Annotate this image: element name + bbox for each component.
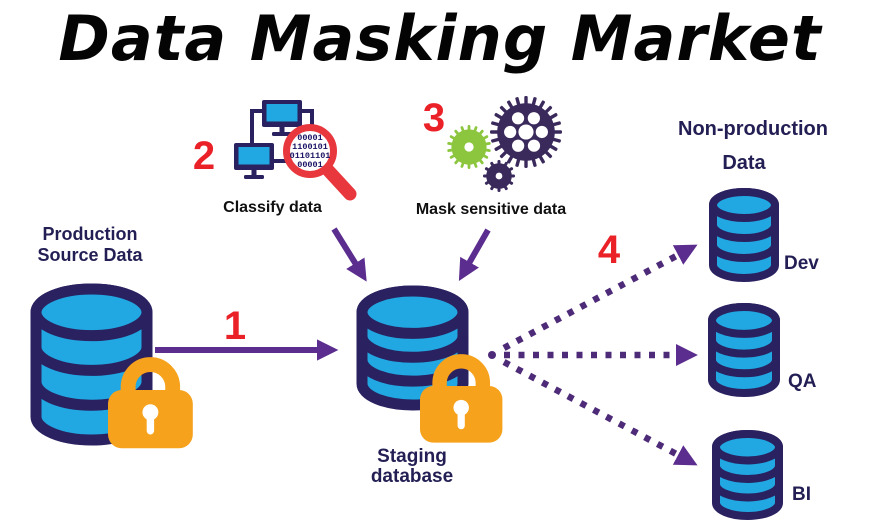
magnifier-icon: 00001 1100101 01101101 00001 xyxy=(283,124,357,201)
nonproduction-heading-line2: Data xyxy=(722,152,766,174)
gear-green-icon xyxy=(447,125,491,169)
staging-padlock-icon xyxy=(420,354,503,443)
binary-line-3: 01101101 xyxy=(290,151,331,161)
staging-database-icon xyxy=(356,285,469,411)
production-label-line1: Production xyxy=(42,224,138,244)
gear-large-icon xyxy=(490,96,562,168)
gear-small-icon xyxy=(483,160,515,192)
nonproduction-heading-line1: Non-production xyxy=(678,118,828,140)
staging-database-label: Staging database xyxy=(342,446,482,488)
qa-label: QA xyxy=(788,371,817,392)
production-label-line2: Source Data xyxy=(37,245,143,266)
dotted-arrow-dev xyxy=(502,244,698,351)
production-source-data-label: Production Source Data xyxy=(10,224,170,266)
monitor-bottom-icon xyxy=(234,143,274,179)
classify-data-label: Classify data xyxy=(223,199,322,216)
qa-database-icon xyxy=(708,303,780,397)
bi-database-icon xyxy=(712,430,783,520)
mask-gears-icon xyxy=(447,96,562,192)
step-3-number: 3 xyxy=(422,96,446,140)
dev-label: Dev xyxy=(784,253,819,274)
step-4-number: 4 xyxy=(597,228,621,272)
bi-label: BI xyxy=(792,484,811,505)
monitor-top-icon xyxy=(262,100,302,136)
arrow-classify-to-staging xyxy=(331,227,367,282)
arrow-mask-to-staging xyxy=(458,228,491,281)
mask-sensitive-data-label: Mask sensitive data xyxy=(415,201,567,218)
staging-label-line1: Staging xyxy=(377,446,447,467)
step-2-number: 2 xyxy=(192,134,216,178)
diagram-title: Data Masking Market xyxy=(58,2,822,75)
binary-line-4: 00001 xyxy=(297,160,323,170)
staging-label-line2: database xyxy=(370,466,454,488)
fan-origin-dot xyxy=(488,351,496,359)
binary-line-1: 00001 xyxy=(297,133,323,143)
binary-line-2: 1100101 xyxy=(292,142,328,152)
step-1-number: 1 xyxy=(223,304,247,348)
dotted-arrow-bi xyxy=(502,359,698,466)
production-padlock-icon xyxy=(108,357,193,449)
dev-database-icon xyxy=(709,188,779,282)
classify-data-icon: 00001 1100101 01101101 00001 xyxy=(234,100,357,201)
